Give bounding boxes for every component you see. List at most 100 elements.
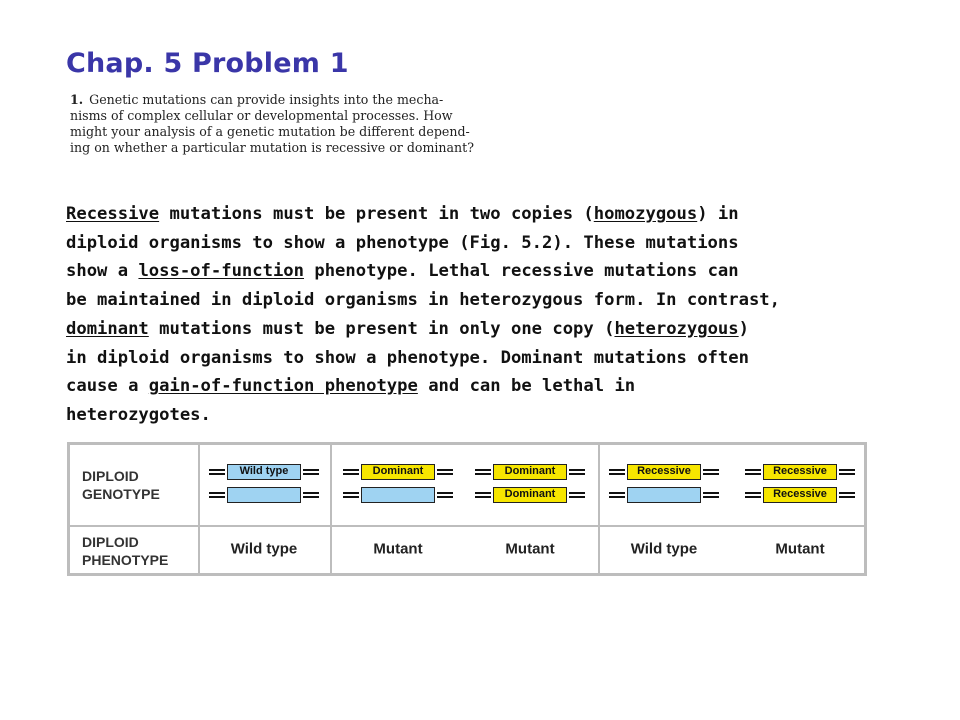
chromosome-line [303,492,319,494]
slide-title: Chap. 5 Problem 1 [66,48,349,79]
answer-text-segment: ) in [697,204,739,224]
answer-text-segment: be maintained in diploid organisms in he… [66,290,780,311]
genotype-cell: Recessive [609,445,719,525]
allele-box [361,487,435,503]
allele-box: Recessive [763,464,837,480]
chromosome-line [839,469,855,471]
chromosome-line [839,492,855,494]
chromosome-line [569,469,585,471]
chromosome-line [745,496,761,498]
phenotype-row-label: DIPLOID PHENOTYPE [82,534,169,568]
chromosome-line [839,496,855,498]
chromosome-line [475,473,491,475]
answer-line: cause a gain-of-function phenotype and c… [66,372,916,401]
chromosome-allele: Recessive [745,463,855,481]
chromosome-line [303,469,319,471]
chromosome-line [745,492,761,494]
question-line: ing on whether a particular mutation is … [70,140,474,155]
mutation-figure-table: DIPLOID GENOTYPE DIPLOID PHENOTYPE Wild … [67,442,867,576]
chromosome-line [343,473,359,475]
genotype-row: DIPLOID GENOTYPE [70,445,864,525]
allele-box [627,487,701,503]
answer-text-segment: mutations must be present in only one co… [148,318,615,339]
chromosome-allele: Recessive [609,463,719,481]
chromosome-line [209,469,225,471]
question-line: 1.Genetic mutations can provide insights… [70,92,444,107]
answer-text-segment: heterozygotes. [66,404,211,425]
answer-text-segment: show a [66,261,139,282]
underlined-term: dominant [66,318,149,339]
answer-text-segment: cause a [66,376,149,397]
genotype-row-label: DIPLOID GENOTYPE [82,468,160,502]
allele-box: Dominant [493,487,567,503]
answer-text-segment: ) [738,318,749,339]
question-number: 1. [70,92,84,107]
chromosome-line [609,496,625,498]
chromosome-line [839,473,855,475]
chromosome-line [745,473,761,475]
answer-line: Recessive mutations must be present in t… [66,200,916,229]
underlined-term: loss-of-function [138,261,305,282]
genotype-cell: Wild type [209,445,319,525]
answer-line: be maintained in diploid organisms in he… [66,286,916,315]
chromosome-allele: Recessive [745,486,855,504]
allele-box: Dominant [361,464,435,480]
genotype-cell: Dominant [343,445,453,525]
chromosome-line [209,492,225,494]
answer-line: dominant mutations must be present in on… [66,315,916,344]
answer-line: heterozygotes. [66,401,916,430]
allele-box: Recessive [627,464,701,480]
chromosome-line [475,496,491,498]
answer-line: show a loss-of-function phenotype. Letha… [66,257,916,286]
answer-text-segment: in diploid organisms to show a phenotype… [66,347,749,368]
chromosome-allele: Dominant [343,463,453,481]
chromosome-allele: Dominant [475,463,585,481]
chromosome-allele: Dominant [475,486,585,504]
phenotype-label: Mutant [373,540,423,558]
chromosome-line [303,496,319,498]
chromosome-line [569,492,585,494]
chromosome-line [437,492,453,494]
underlined-term: Recessive [66,204,160,224]
chromosome-allele: Wild type [209,463,319,481]
answer-line: diploid organisms to show a phenotype (F… [66,229,916,258]
chromosome-allele [609,486,719,504]
chromosome-line [703,496,719,498]
chromosome-line [437,469,453,471]
column-divider [198,445,200,573]
allele-box: Dominant [493,464,567,480]
chromosome-line [703,469,719,471]
answer-text-segment: diploid organisms to show a phenotype (F… [66,232,739,253]
chromosome-line [609,473,625,475]
chromosome-line [703,473,719,475]
chromosome-line [569,496,585,498]
question-excerpt: 1.Genetic mutations can provide insights… [70,92,510,156]
phenotype-label: Mutant [775,540,825,558]
allele-box: Wild type [227,464,301,480]
chromosome-allele [209,486,319,504]
chromosome-line [209,473,225,475]
chromosome-line [209,496,225,498]
column-divider [598,445,600,573]
chromosome-line [343,496,359,498]
answer-text-segment: mutations must be present in two copies … [159,204,594,224]
chromosome-line [343,492,359,494]
chromosome-line [437,496,453,498]
chromosome-line [703,492,719,494]
answer-text-segment: and can be lethal in [417,376,636,397]
chromosome-line [609,469,625,471]
chromosome-line [745,469,761,471]
chromosome-line [475,492,491,494]
phenotype-label: Wild type [230,540,298,558]
phenotype-label: Mutant [505,540,555,558]
answer-line: in diploid organisms to show a phenotype… [66,344,916,373]
allele-box: Recessive [763,487,837,503]
chromosome-line [303,473,319,475]
column-divider [330,445,332,573]
chromosome-line [343,469,359,471]
allele-box [227,487,301,503]
underlined-term: heterozygous [614,318,739,339]
chromosome-line [569,473,585,475]
